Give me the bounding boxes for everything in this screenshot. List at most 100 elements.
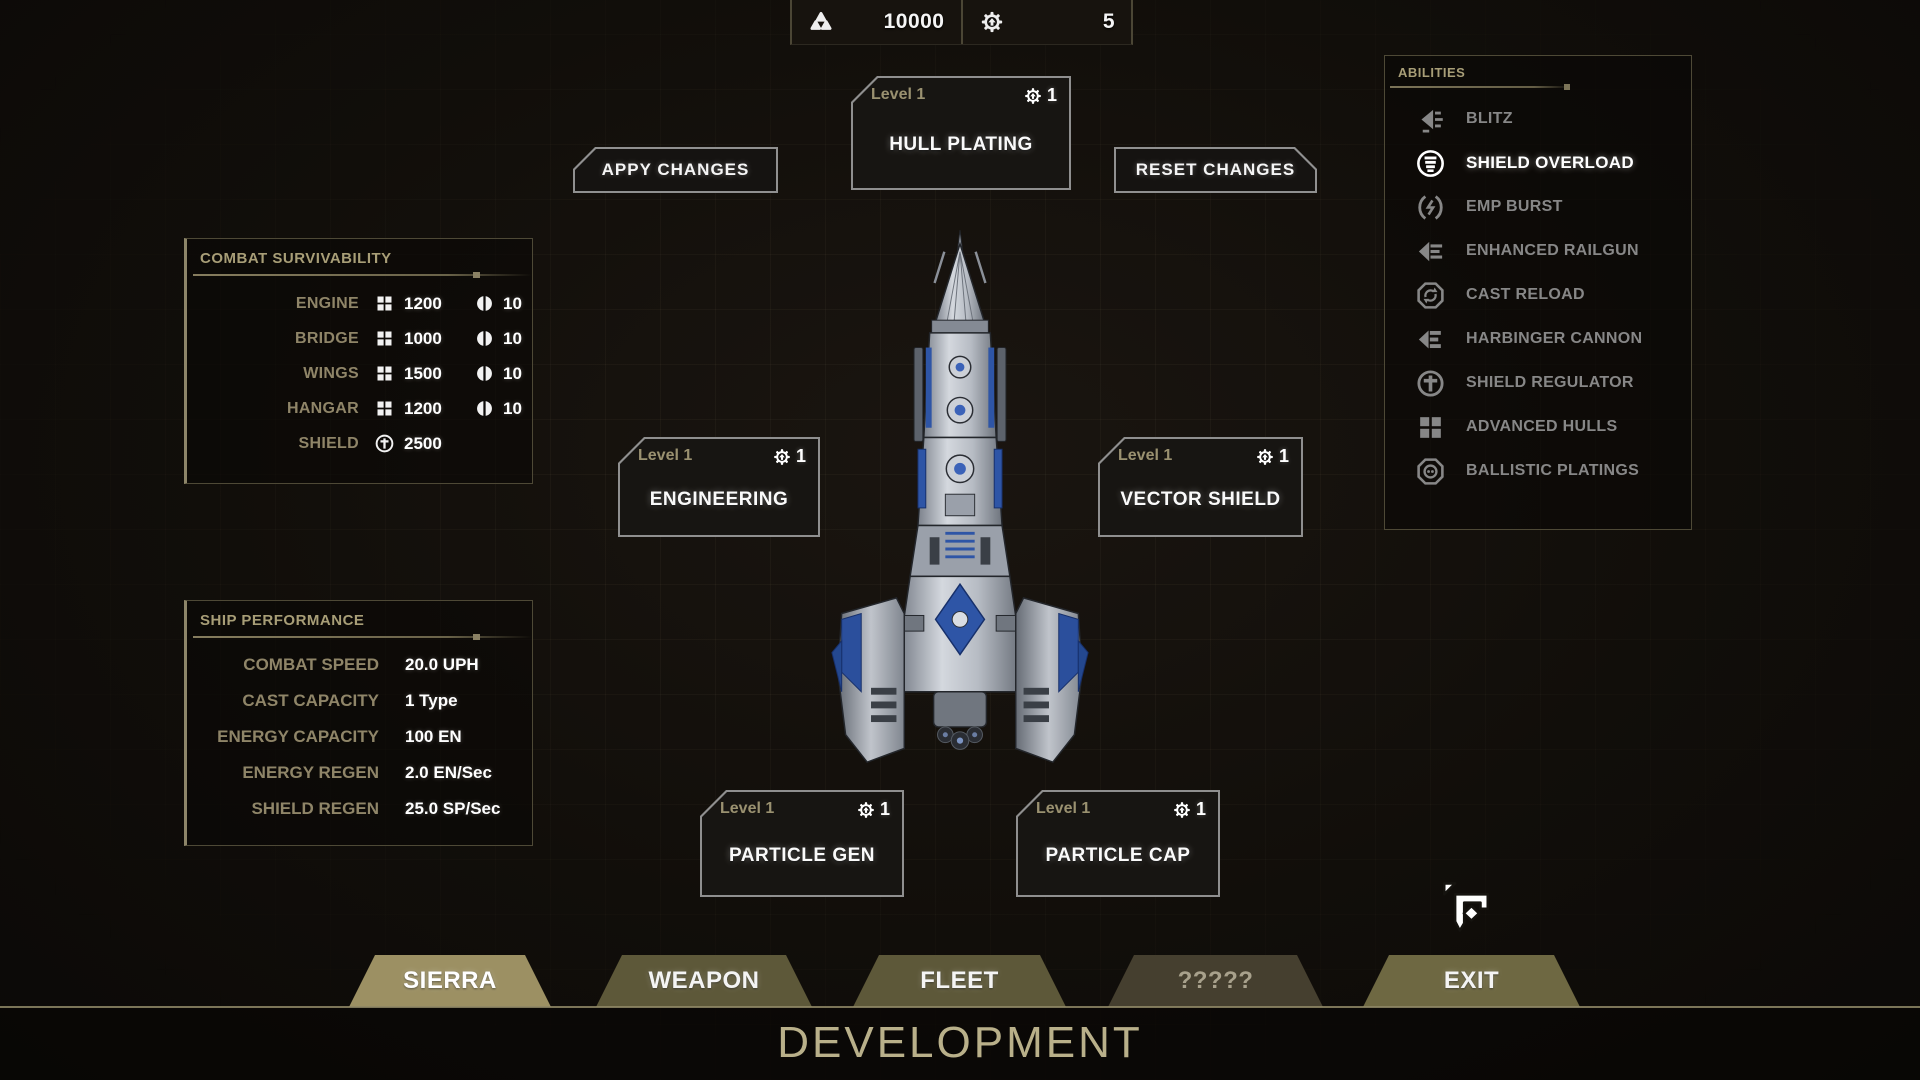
- ballistic-platings-icon: [1415, 456, 1446, 487]
- armor-icon: [474, 398, 495, 419]
- shield-overload-icon: [1415, 148, 1446, 179]
- perf-label: ENERGY REGEN: [242, 763, 379, 782]
- button-face: APPY CHANGES: [575, 149, 776, 191]
- node-vector-shield[interactable]: Level 1 1 VECTOR SHIELD: [1098, 437, 1303, 537]
- perf-value: 25.0 SP/Sec: [405, 799, 501, 818]
- game-cursor-icon: [1437, 876, 1495, 938]
- perf-row-cast-capacity: CAST CAPACITY 1 Type: [187, 683, 532, 719]
- node-level: Level 1: [1036, 800, 1091, 817]
- armor-icon: [474, 363, 495, 384]
- ability-label: CAST RELOAD: [1466, 286, 1585, 303]
- apply-changes-button[interactable]: APPY CHANGES: [573, 147, 778, 193]
- perf-label: COMBAT SPEED: [243, 655, 379, 674]
- node-level: Level 1: [720, 800, 775, 817]
- gear-icon: [856, 800, 876, 820]
- footer-band: [0, 1008, 1920, 1080]
- node-name: ENGINEERING: [649, 489, 789, 510]
- ship-image: [831, 230, 1089, 764]
- ability-label: BALLISTIC PLATINGS: [1466, 462, 1640, 479]
- armor-value: 10: [503, 363, 522, 383]
- hp-value: 1200: [404, 398, 442, 418]
- upgrade-gear-icon: [979, 9, 1005, 35]
- gear-icon: [1023, 86, 1043, 106]
- tab-label: EXIT: [1443, 967, 1500, 994]
- tab-label: SIERRA: [403, 967, 497, 994]
- button-face: RESET CHANGES: [1116, 149, 1315, 191]
- armor-icon: [474, 328, 495, 349]
- armor-value: 10: [503, 293, 522, 313]
- perf-value: 1 Type: [405, 691, 458, 710]
- stat-label: ENGINE: [295, 294, 359, 312]
- perf-label: SHIELD REGEN: [251, 799, 379, 818]
- ability-cast-reload[interactable]: CAST RELOAD: [1385, 273, 1691, 317]
- tab-label: WEAPON: [648, 967, 760, 994]
- ability-emp-burst[interactable]: EMP BURST: [1385, 185, 1691, 229]
- ability-label: ENHANCED RAILGUN: [1466, 242, 1639, 259]
- ability-harbinger-cannon[interactable]: HARBINGER CANNON: [1385, 317, 1691, 361]
- metal-resource: 10000: [792, 0, 961, 44]
- tab-unknown[interactable]: ?????: [1108, 955, 1323, 1007]
- perf-row-combat-speed: COMBAT SPEED 20.0 UPH: [187, 647, 532, 683]
- reset-changes-label: RESET CHANGES: [1135, 160, 1296, 179]
- core-value: 5: [1102, 10, 1115, 33]
- perf-value: 20.0 UPH: [405, 655, 479, 674]
- ability-ballistic-platings[interactable]: BALLISTIC PLATINGS: [1385, 449, 1691, 493]
- ability-shield-overload[interactable]: SHIELD OVERLOAD: [1385, 141, 1691, 185]
- node-count: 1: [856, 799, 890, 820]
- perf-value: 100 EN: [405, 727, 462, 746]
- perf-value: 2.0 EN/Sec: [405, 763, 492, 782]
- node-level: Level 1: [1118, 447, 1173, 464]
- ability-label: BLITZ: [1466, 110, 1513, 127]
- perf-row-shield-regen: SHIELD REGEN 25.0 SP/Sec: [187, 791, 532, 827]
- shield-icon: [374, 433, 395, 454]
- perf-label: CAST CAPACITY: [242, 691, 379, 710]
- ability-label: EMP BURST: [1466, 198, 1563, 215]
- harbinger-cannon-icon: [1415, 324, 1446, 355]
- node-engineering[interactable]: Level 1 1 ENGINEERING: [618, 437, 820, 537]
- reset-changes-button[interactable]: RESET CHANGES: [1114, 147, 1317, 193]
- blitz-icon: [1415, 104, 1446, 135]
- node-count: 1: [1255, 446, 1289, 467]
- ability-label: SHIELD REGULATOR: [1466, 374, 1634, 391]
- ability-enhanced-railgun[interactable]: ENHANCED RAILGUN: [1385, 229, 1691, 273]
- stat-label: SHIELD: [298, 434, 359, 452]
- node-count: 1: [1023, 85, 1057, 106]
- tab-label: FLEET: [920, 967, 999, 994]
- node-count-value: 1: [879, 799, 890, 819]
- node-name: PARTICLE CAP: [1045, 845, 1191, 866]
- tab-exit[interactable]: EXIT: [1363, 955, 1580, 1007]
- stat-row-shield: SHIELD 2500: [187, 426, 532, 461]
- node-count: 1: [772, 446, 806, 467]
- node-particle-gen[interactable]: Level 1 1 PARTICLE GEN: [700, 790, 904, 897]
- node-count-value: 1: [1195, 799, 1206, 819]
- gear-icon: [1172, 800, 1192, 820]
- armor-value: 10: [503, 398, 522, 418]
- tab-weapon[interactable]: WEAPON: [596, 955, 812, 1007]
- ore-icon: [808, 9, 834, 35]
- ability-shield-regulator[interactable]: SHIELD REGULATOR: [1385, 361, 1691, 405]
- hp-value: 1200: [404, 293, 442, 313]
- node-count: 1: [1172, 799, 1206, 820]
- metal-value: 10000: [883, 10, 945, 33]
- footer-divider: [0, 1006, 1920, 1008]
- apply-changes-label: APPY CHANGES: [601, 160, 750, 179]
- node-level: Level 1: [871, 86, 926, 103]
- stat-row-wings: WINGS 1500 10: [187, 356, 532, 391]
- shield-regulator-icon: [1415, 368, 1446, 399]
- hull-blocks-icon: [374, 363, 395, 384]
- hull-blocks-icon: [374, 328, 395, 349]
- ability-blitz[interactable]: BLITZ: [1385, 97, 1691, 141]
- node-hull-plating[interactable]: Level 1 1 HULL PLATING: [851, 76, 1071, 190]
- tab-sierra[interactable]: SIERRA: [349, 955, 551, 1007]
- stat-label: HANGAR: [286, 399, 359, 417]
- node-name: VECTOR SHIELD: [1120, 489, 1281, 510]
- ship-performance-panel: SHIP PERFORMANCE COMBAT SPEED 20.0 UPH C…: [184, 600, 533, 846]
- node-name: PARTICLE GEN: [728, 845, 876, 866]
- armor-icon: [474, 293, 495, 314]
- title-underline: [193, 634, 532, 640]
- tab-fleet[interactable]: FLEET: [853, 955, 1066, 1007]
- ability-advanced-hulls[interactable]: ADVANCED HULLS: [1385, 405, 1691, 449]
- ability-label: SHIELD OVERLOAD: [1466, 153, 1634, 172]
- node-particle-cap[interactable]: Level 1 1 PARTICLE CAP: [1016, 790, 1220, 897]
